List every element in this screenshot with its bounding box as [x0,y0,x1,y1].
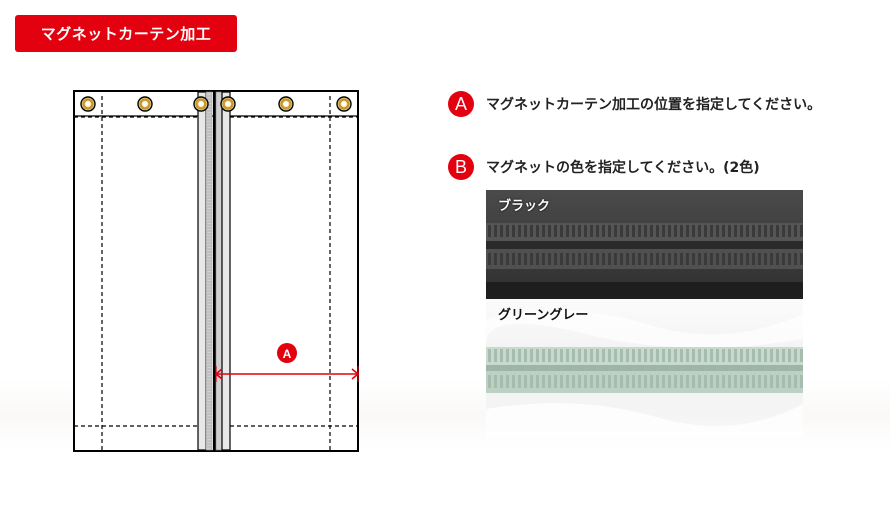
marker-a-icon: A [277,343,297,363]
swatch-green-gray-label: グリーングレー [498,308,589,323]
instruction-a-text: マグネットカーテン加工の位置を指定してください。 [486,97,822,113]
grommet-icon [137,96,153,112]
black-magnet-image [486,223,803,299]
page-title-badge: マグネットカーテン加工 [15,15,237,52]
grommet-icon [193,96,209,112]
instruction-b: B マグネットの色を指定してください。(2色) [448,154,760,180]
right-curtain-panel [215,90,359,452]
magnet-strip-left [197,91,213,451]
grommet-icon [80,96,96,112]
green-gray-magnet-image [486,310,803,438]
grommets [80,96,352,112]
grommet-icon [278,96,294,112]
letter-b-icon: B [448,154,474,180]
marker-a-label: A [283,347,292,361]
instruction-a: A マグネットカーテン加工の位置を指定してください。 [448,91,821,117]
swatch-black: ブラック [486,190,803,299]
magnet-strip-right [215,91,231,451]
stitch-lines [74,96,358,451]
grommet-icon [336,96,352,112]
instruction-b-text: マグネットの色を指定してください。(2色) [486,160,760,176]
page-title: マグネットカーテン加工 [40,25,212,43]
letter-a-icon: A [448,91,474,117]
swatch-black-label: ブラック [498,199,551,214]
grommet-icon [220,96,236,112]
left-curtain-panel [73,90,215,452]
magnet-ridges [207,95,211,448]
dimension-arrow [214,366,360,382]
swatch-green-gray: グリーングレー [486,299,803,438]
